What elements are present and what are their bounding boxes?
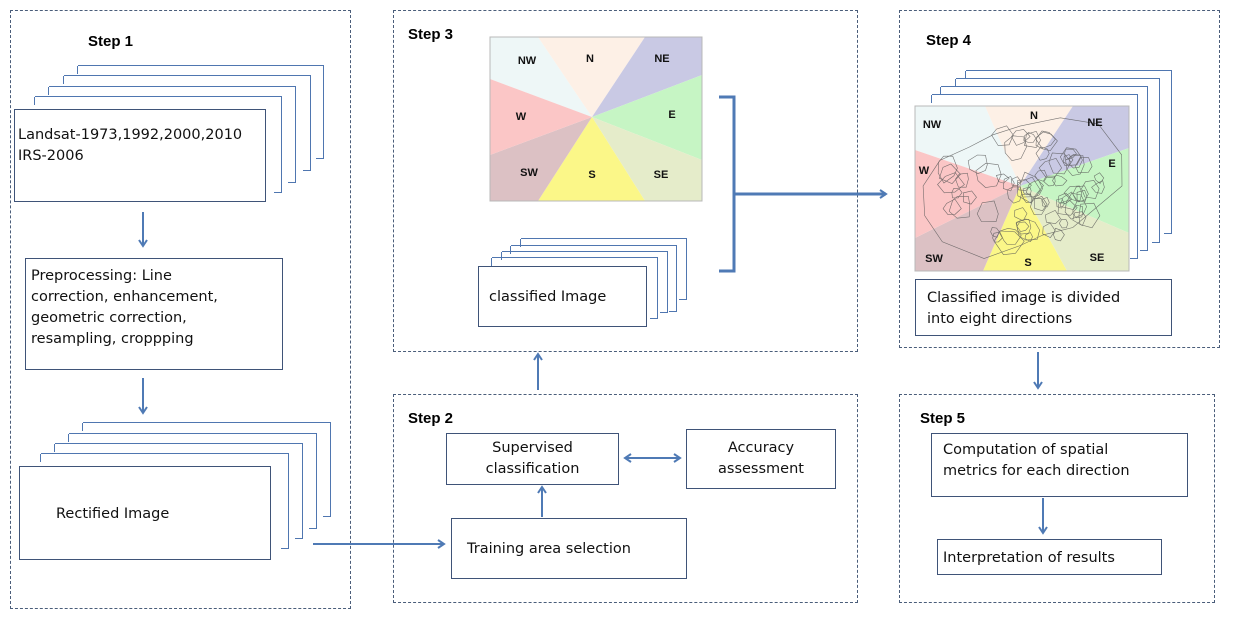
image-stack-layer — [940, 86, 1148, 251]
classified-image-label: classified Image — [489, 289, 607, 305]
eight-directions-caption-box: Classified image is divided into eight d… — [915, 279, 1172, 336]
spatial-metrics-line: metrics for each direction — [943, 463, 1130, 479]
image-stack-layer — [63, 75, 311, 171]
step3-panel — [393, 10, 858, 352]
step5-panel — [899, 394, 1215, 603]
image-stack-layer — [965, 70, 1172, 234]
spatial-metrics-line: Computation of spatial — [943, 442, 1109, 458]
image-stack-layer — [491, 257, 658, 319]
step3-title: Step 3 — [408, 26, 454, 43]
image-stack-layer — [510, 245, 677, 312]
image-stack-layer — [520, 238, 687, 300]
image-stack-layer — [77, 65, 324, 159]
step2-title: Step 2 — [408, 410, 454, 427]
image-stack-layer — [54, 443, 303, 539]
irs-year-text: IRS-2006 — [18, 148, 84, 164]
interpretation-label: Interpretation of results — [943, 550, 1115, 566]
image-stack-layer — [955, 78, 1160, 243]
accuracy-assessment-line: assessment — [718, 461, 804, 477]
preprocessing-box: Preprocessing: Line correction, enhancem… — [25, 258, 283, 370]
image-stack-layer — [40, 453, 289, 549]
rectified-image-box: Rectified Image — [19, 466, 271, 560]
step2-panel — [393, 394, 858, 603]
landsat-years-text: Landsat-1973,1992,2000,2010 — [18, 127, 243, 143]
accuracy-assessment-box: Accuracy assessment — [686, 429, 836, 489]
preprocessing-line: correction, enhancement, — [31, 289, 218, 305]
image-stack-layer — [82, 422, 331, 517]
step4-title: Step 4 — [926, 32, 972, 49]
landsat-input-box: Landsat-1973,1992,2000,2010 IRS-2006 — [14, 109, 266, 202]
rectified-image-label: Rectified Image — [56, 506, 170, 522]
preprocessing-line: resampling, croppping — [31, 331, 194, 347]
preprocessing-line: Preprocessing: Line — [31, 268, 172, 284]
supervised-classification-line: classification — [485, 461, 580, 477]
image-stack-layer — [34, 96, 282, 193]
training-area-label: Training area selection — [467, 541, 631, 557]
preprocessing-line: geometric correction, — [31, 310, 187, 326]
step1-title: Step 1 — [88, 33, 134, 50]
classified-image-box: classified Image — [478, 266, 647, 327]
interpretation-box: Interpretation of results — [937, 539, 1162, 575]
image-stack-layer — [931, 94, 1138, 259]
accuracy-assessment-line: Accuracy — [727, 440, 795, 456]
caption-line: Classified image is divided — [927, 290, 1121, 306]
supervised-classification-box: Supervised classification — [446, 433, 619, 485]
supervised-classification-line: Supervised — [492, 440, 573, 456]
step5-title: Step 5 — [920, 410, 966, 427]
image-stack-layer — [68, 433, 317, 529]
step4-panel — [899, 10, 1220, 348]
caption-line: into eight directions — [927, 311, 1073, 327]
image-stack-layer — [48, 86, 296, 183]
step1-panel — [10, 10, 351, 609]
training-area-box: Training area selection — [451, 518, 687, 579]
image-stack-layer — [501, 251, 668, 313]
spatial-metrics-box: Computation of spatial metrics for each … — [931, 433, 1188, 497]
